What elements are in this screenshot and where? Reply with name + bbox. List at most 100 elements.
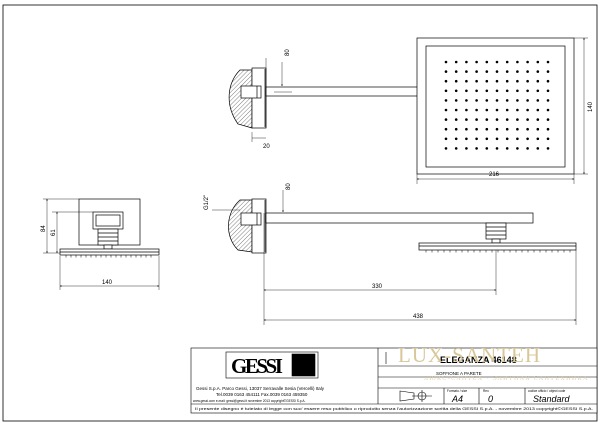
company-line-1: Gessi S.p.A. Parco Gessi, 13037 Serraval…: [196, 386, 325, 391]
nozzle-dot: [444, 108, 448, 112]
nozzle-dot: [475, 118, 478, 121]
nozzle-dot: [505, 147, 509, 150]
nozzle-dot: [516, 60, 519, 64]
nozzle-dot: [516, 79, 519, 83]
nozzle-dot: [526, 99, 529, 102]
nozzle-dot: [526, 79, 529, 83]
nozzle-dot: [526, 137, 529, 141]
dim-label-reach-total: 438: [413, 314, 424, 320]
front-view: [43, 198, 160, 290]
arm-side: [265, 212, 534, 224]
revision-value: 0: [488, 394, 493, 404]
dim-label-head-depth: 140: [588, 101, 594, 112]
nozzle-dot: [546, 137, 550, 141]
nozzle-dot: [536, 70, 540, 73]
nozzle-dot: [444, 118, 448, 121]
nozzle-dot: [485, 89, 489, 93]
nozzle-dot: [526, 108, 529, 112]
nozzle-dot: [505, 108, 509, 112]
nozzle-dot: [485, 147, 489, 150]
nozzle-dot: [444, 89, 448, 93]
title-block: [190, 347, 598, 414]
nozzle-dot: [516, 127, 519, 131]
dim-label-top-arm: 80: [285, 49, 291, 56]
nozzle-dot: [465, 79, 468, 83]
nozzle-dot: [536, 60, 540, 64]
nozzle-dot: [454, 127, 458, 131]
revision-label: Rev.: [483, 389, 489, 393]
arm-fitting-front: [92, 211, 124, 230]
nozzle-dot: [454, 79, 458, 83]
nozzle-dot: [475, 89, 478, 93]
nozzle-dot: [454, 118, 458, 121]
dim-label-front-height: 84: [41, 225, 47, 232]
nozzle-dot: [465, 108, 468, 112]
format-label: Formato / size: [447, 389, 467, 393]
nozzle-dot: [516, 99, 519, 102]
nozzle-dot: [485, 70, 489, 73]
nozzle-dot: [465, 147, 468, 150]
logo-text: GESSI: [231, 354, 283, 378]
watermark-text: LUX-SANTEH: [398, 343, 541, 367]
nozzle-dot: [505, 127, 509, 131]
nozzle-dot: [465, 89, 468, 93]
nozzle-dot: [516, 89, 519, 93]
nozzle-dot: [505, 137, 509, 141]
nozzle-dot: [495, 99, 499, 102]
nozzle-dot: [465, 127, 468, 131]
nozzle-dot: [444, 79, 448, 83]
nozzle-dot: [485, 99, 489, 102]
nozzle-dot: [444, 60, 448, 64]
product-description: SOFFIONE A PARETE: [436, 371, 482, 376]
side-view: [212, 190, 577, 325]
nozzle-dot: [516, 70, 519, 73]
top-view: [228, 37, 588, 184]
nozzle-dot: [444, 137, 448, 141]
nozzle-dot: [475, 137, 478, 141]
wall-section-side: [228, 199, 253, 253]
nozzle-dot: [526, 147, 529, 150]
arm-fitting-side: [240, 212, 262, 226]
nozzle-dot: [505, 60, 509, 64]
nozzle-dot: [546, 60, 550, 64]
watermark-subtext: ЛЮКС-САНТЕХ · ЭЛИТНАЯ САНТЕХНИКА: [424, 376, 589, 382]
wall-section-top: [228, 69, 253, 129]
nozzle-dot: [475, 147, 478, 150]
nozzle-dot: [485, 127, 489, 131]
nozzle-dot: [495, 70, 499, 73]
nozzle-dot: [454, 99, 458, 102]
dim-label-front-body: 61: [51, 229, 57, 236]
nozzle-dot: [505, 70, 509, 73]
nozzle-dot: [536, 108, 540, 112]
nozzle-dot: [454, 70, 458, 73]
nozzle-dot: [495, 79, 499, 83]
nozzle-dot: [546, 108, 550, 112]
nozzle-dot: [465, 118, 468, 121]
nozzle-dot: [536, 99, 540, 102]
nozzle-dot: [444, 127, 448, 131]
nozzle-dot: [495, 127, 499, 131]
nozzle-dot: [454, 137, 458, 141]
arm-fitting-top: [240, 85, 262, 99]
nozzle-dot: [516, 118, 519, 121]
logo-box: [291, 353, 316, 377]
nozzle-dot: [546, 79, 550, 83]
dim-label-reach-center: 330: [372, 284, 383, 290]
arm-top: [265, 86, 419, 97]
nozzle-dot: [475, 60, 478, 64]
nozzle-dot: [465, 60, 468, 64]
nozzle-dot: [536, 127, 540, 131]
nozzle-dot: [495, 60, 499, 64]
nozzle-dot: [546, 118, 550, 121]
nozzle-dot: [526, 89, 529, 93]
nozzle-dot: [505, 118, 509, 121]
model-value: Standard: [533, 394, 571, 404]
company-line-2: Tel.0039 0163 454111 Fax.0039 0163 45935…: [216, 392, 308, 397]
nozzle-dot: [444, 147, 448, 150]
nozzle-dot: [495, 89, 499, 93]
nozzle-dot: [454, 89, 458, 93]
nozzle-dot: [526, 127, 529, 131]
nozzle-dot: [536, 118, 540, 121]
dim-label-side-arm: 80: [286, 183, 292, 190]
dim-label-front-width: 140: [102, 280, 113, 286]
